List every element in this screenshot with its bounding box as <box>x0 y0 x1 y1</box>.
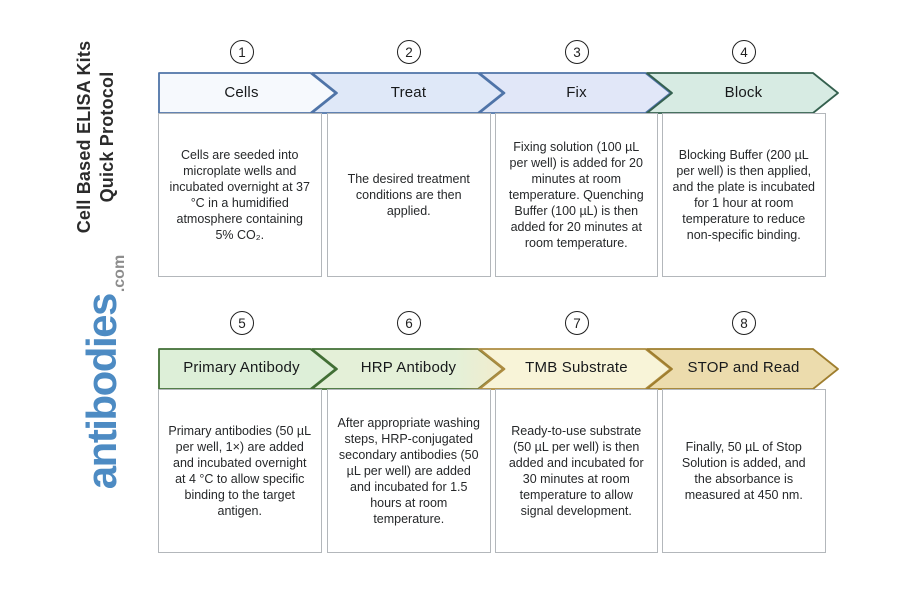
step-description-3: Fixing solution (100 µL per well) is add… <box>508 139 644 250</box>
step-number-6: 6 <box>405 315 413 331</box>
step-description-box-2: The desired treatment conditions are the… <box>327 113 491 277</box>
step-number-4: 4 <box>740 44 748 60</box>
arrow-label-fix: Fix <box>566 83 587 101</box>
step-description-box-6: After appropriate washing steps, HRP-con… <box>327 388 491 553</box>
arrow-row-2 <box>158 347 839 390</box>
step-description-box-4: Blocking Buffer (200 µL per well) is the… <box>662 113 826 277</box>
arrow-label-block: Block <box>724 83 763 101</box>
step-description-box-5: Primary antibodies (50 µL per well, 1×) … <box>158 388 322 553</box>
page-title-line1: Cell Based ELISA Kits <box>74 40 94 234</box>
step-description-1: Cells are seeded into microplate wells a… <box>169 147 310 242</box>
step-description-box-7: Ready-to-use substrate (50 µL per well) … <box>494 388 658 553</box>
arrow-shape-cells <box>158 72 337 114</box>
arrow-label-treat: Treat <box>390 83 427 101</box>
step-number-2: 2 <box>405 44 413 60</box>
step-description-box-8: Finally, 50 µL of Stop Solution is added… <box>662 388 826 553</box>
step-number-badge-8: 8 <box>732 311 756 335</box>
arrow-label-hrp-antibody: HRP Antibody <box>360 359 457 376</box>
arrow-label-stop-and-read: STOP and Read <box>687 359 800 376</box>
page-title: Cell Based ELISA Kits Quick Protocol <box>73 17 121 257</box>
step-number-badge-7: 7 <box>565 311 589 335</box>
arrow-row-1 <box>158 72 839 114</box>
step-number-badge-2: 2 <box>397 40 421 64</box>
arrow-shape-primary-antibody <box>158 347 337 390</box>
page-title-line2: Quick Protocol <box>97 71 117 203</box>
brand-logo-text: antibodies <box>78 294 125 490</box>
arrow-label-primary-antibody: Primary Antibody <box>183 359 300 376</box>
step-description-4: Blocking Buffer (200 µL per well) is the… <box>672 147 815 242</box>
step-number-5: 5 <box>238 315 246 331</box>
step-number-7: 7 <box>573 315 581 331</box>
brand-logo: antibodies .com <box>67 242 128 502</box>
arrow-label-cells: Cells <box>224 83 259 101</box>
step-number-1: 1 <box>238 44 246 60</box>
step-number-badge-5: 5 <box>230 311 254 335</box>
step-description-7: Ready-to-use substrate (50 µL per well) … <box>508 423 644 518</box>
brand-logo-suffix: .com <box>111 254 128 293</box>
step-number-8: 8 <box>740 315 748 331</box>
arrow-label-tmb-substrate: TMB Substrate <box>525 359 628 376</box>
step-description-box-1: Cells are seeded into microplate wells a… <box>158 113 322 277</box>
step-number-3: 3 <box>573 44 581 60</box>
step-number-badge-4: 4 <box>732 40 756 64</box>
step-description-2: The desired treatment conditions are the… <box>347 171 470 218</box>
step-description-5: Primary antibodies (50 µL per well, 1×) … <box>168 423 312 518</box>
step-description-box-3: Fixing solution (100 µL per well) is add… <box>494 113 658 277</box>
step-number-badge-6: 6 <box>397 311 421 335</box>
step-description-8: Finally, 50 µL of Stop Solution is added… <box>681 439 806 502</box>
step-number-badge-3: 3 <box>565 40 589 64</box>
step-number-badge-1: 1 <box>230 40 254 64</box>
step-description-6: After appropriate washing steps, HRP-con… <box>337 415 480 526</box>
